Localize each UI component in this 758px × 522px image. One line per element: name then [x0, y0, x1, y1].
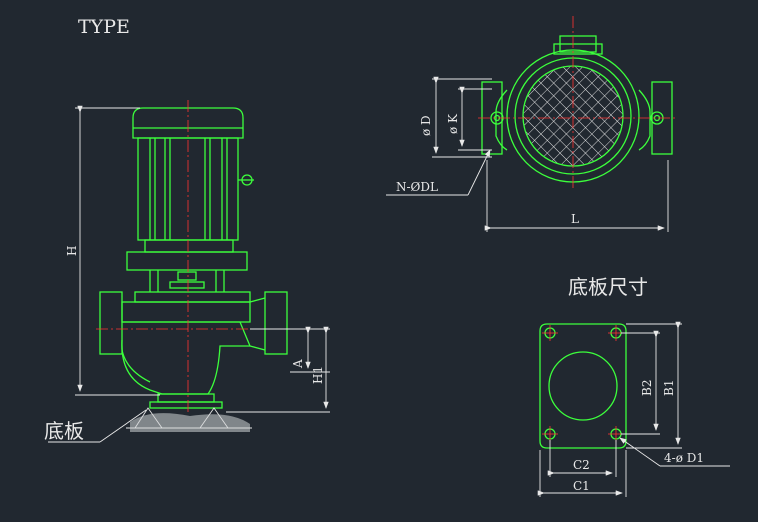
- dim-h1-label: H1: [311, 366, 325, 384]
- base-plate-label: 底板: [44, 419, 84, 443]
- base-plate-dimensions: [537, 321, 730, 497]
- dim-b2-label: B2: [640, 380, 654, 396]
- dim-c1-label: C1: [573, 479, 590, 493]
- dim-k-label: ø K: [446, 113, 460, 134]
- base-plate-dims-title: 底板尺寸: [568, 275, 648, 299]
- dim-d1-holes-label: 4-ø D1: [664, 451, 704, 465]
- dim-h-label: H: [65, 246, 79, 256]
- base-plate-view: [539, 323, 627, 449]
- pump-front-view: [96, 100, 296, 432]
- dim-a-label: A: [291, 359, 305, 369]
- top-view-dimensions: [386, 76, 669, 232]
- dim-d-label: ø D: [419, 115, 433, 136]
- pump-top-view: [478, 16, 676, 188]
- dim-b1-label: B1: [662, 380, 676, 396]
- dim-n-dl-label: N-ØDL: [396, 180, 438, 194]
- type-title: TYPE: [78, 16, 130, 38]
- dim-l-label: L: [571, 212, 579, 226]
- front-view-dimensions: [75, 105, 330, 413]
- dim-c2-label: C2: [573, 458, 590, 472]
